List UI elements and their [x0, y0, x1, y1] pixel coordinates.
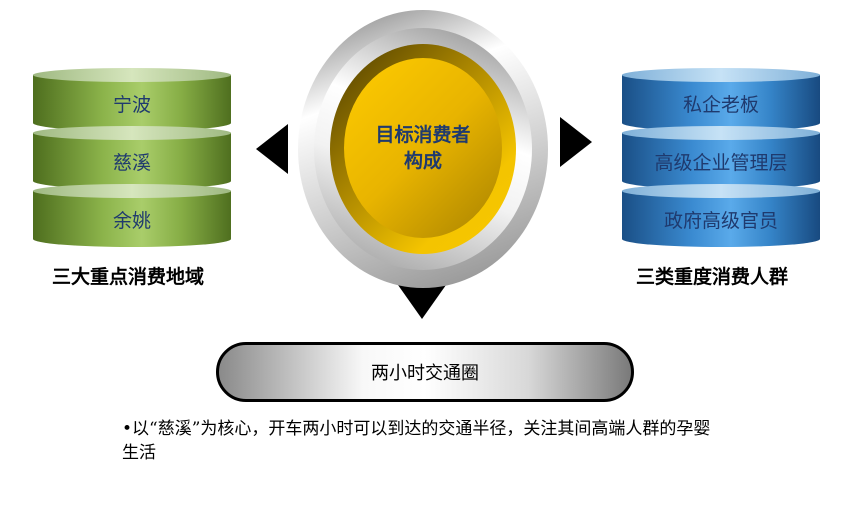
- center-title-line1: 目标消费者: [375, 124, 471, 146]
- region-item-yuyao: 余姚: [33, 184, 231, 247]
- center-target-consumers: 目标消费者 构成: [344, 58, 502, 238]
- region-caption: 三大重点消费地域: [52, 266, 205, 288]
- center-title-line2: 构成: [403, 150, 442, 172]
- two-hour-traffic-circle: 两小时交通圈: [216, 342, 634, 402]
- note-body: 以“慈溪”为核心，开车两小时可以到达的交通半径，关注其间高端人群的孕婴生活: [122, 419, 711, 463]
- bullet: •: [122, 419, 133, 439]
- pill-label: 两小时交通圈: [371, 363, 479, 384]
- consumer-item-senior-managers: 高级企业管理层: [622, 126, 820, 189]
- note-text: •以“慈溪”为核心，开车两小时可以到达的交通半径，关注其间高端人群的孕婴生活: [122, 417, 722, 465]
- region-item-cixi: 慈溪: [33, 126, 231, 189]
- consumer-label: 私企老板: [682, 93, 759, 116]
- region-label: 慈溪: [112, 151, 151, 174]
- arrow-down-icon: [398, 285, 446, 319]
- arrow-right-icon: [560, 117, 592, 167]
- consumer-label: 高级企业管理层: [654, 151, 788, 174]
- consumer-label: 政府高级官员: [663, 209, 778, 232]
- region-item-ningbo: 宁波: [33, 68, 231, 131]
- region-label: 余姚: [112, 209, 151, 232]
- consumer-caption: 三类重度消费人群: [636, 266, 789, 288]
- region-label: 宁波: [112, 93, 151, 116]
- arrow-left-icon: [256, 124, 288, 174]
- consumer-item-private-owners: 私企老板: [622, 68, 820, 131]
- consumer-item-government-officials: 政府高级官员: [622, 184, 820, 247]
